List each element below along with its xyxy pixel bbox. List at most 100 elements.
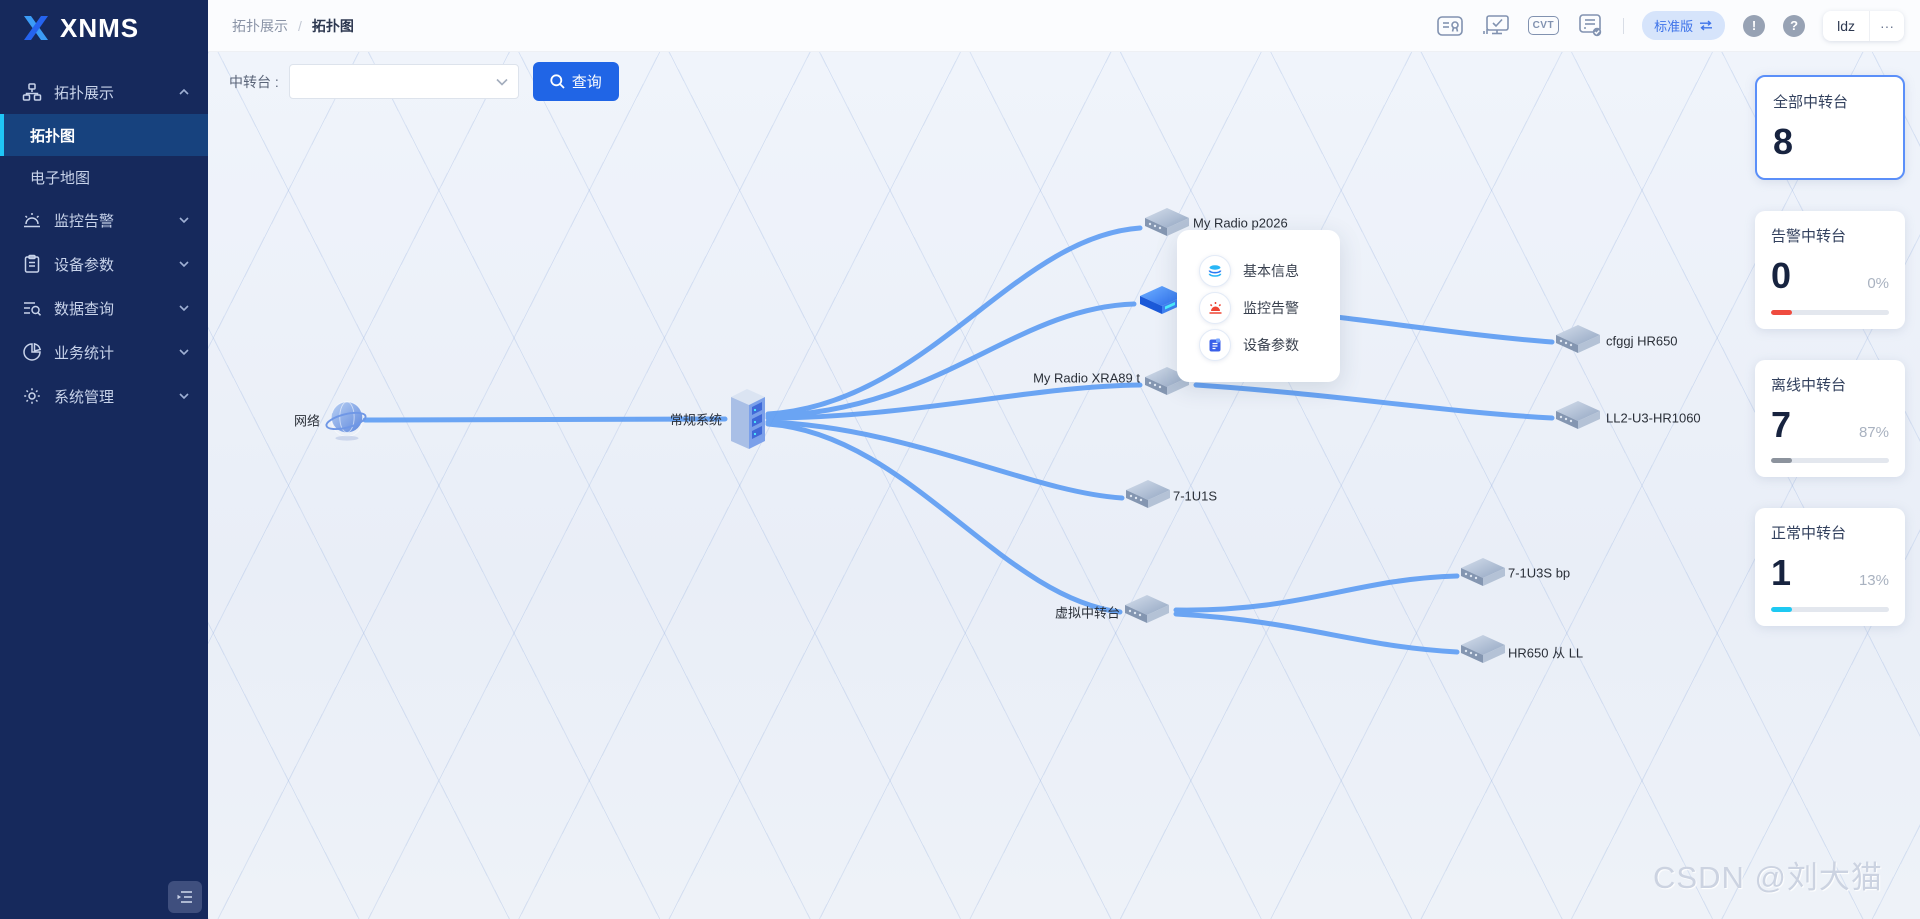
node-label: My Radio p2026: [1193, 215, 1288, 231]
sidebar-item-topology[interactable]: 拓扑展示: [0, 70, 208, 114]
link-virtual-to-7-1u3s[interactable]: [1173, 573, 1460, 613]
card-all-relays[interactable]: 全部中转台 8: [1755, 75, 1905, 180]
breadcrumb-separator: /: [298, 17, 302, 34]
search-list-icon: [24, 302, 42, 316]
topbar: 拓扑展示 / 拓扑图 CVT: [208, 0, 1920, 52]
card-title: 告警中转台: [1771, 228, 1847, 245]
collapse-sidebar-icon: [177, 891, 192, 903]
report-check-icon[interactable]: [1577, 13, 1605, 39]
help-button[interactable]: ?: [1783, 14, 1806, 37]
sidebar-item-label: 监控告警: [54, 212, 115, 230]
monitor-check-icon[interactable]: [1482, 13, 1510, 39]
card-normal-relays[interactable]: 正常中转台 1 13%: [1755, 508, 1905, 626]
sidebar-item-label: 系统管理: [54, 388, 115, 406]
more-menu-button[interactable]: ···: [1869, 10, 1904, 41]
info-button[interactable]: !: [1743, 14, 1766, 37]
node-label: HR650 从 LL: [1508, 645, 1584, 661]
card-percent: 13%: [1858, 572, 1889, 590]
topbar-actions: CVT 标准版 ! ? ldz ···: [1436, 10, 1904, 41]
query-button-label: 查询: [571, 74, 602, 91]
node-7-1u1s-icon[interactable]: [1124, 479, 1172, 515]
version-badge[interactable]: 标准版: [1642, 11, 1726, 40]
app-logo[interactable]: XNMS: [0, 0, 208, 56]
node-label: 虚拟中转台: [1054, 605, 1120, 621]
sidebar-collapse-button[interactable]: [168, 881, 202, 913]
link-system-to-p2026[interactable]: [765, 225, 1143, 417]
topology-canvas[interactable]: 中转台 : 查询: [208, 52, 1920, 919]
progress-bar: [1771, 458, 1889, 464]
sidebar-item-label: 业务统计: [54, 344, 115, 362]
logo-text: XNMS: [60, 12, 140, 43]
card-value: 0: [1771, 255, 1792, 296]
watermark: CSDN @刘大猫: [1653, 860, 1883, 895]
card-alarm-relays[interactable]: 告警中转台 0 0%: [1755, 211, 1905, 329]
sidebar-subitem-label: 电子地图: [30, 169, 91, 187]
node-label: LL2-U3-HR1060: [1606, 410, 1701, 426]
context-menu-item-basic-info[interactable]: 基本信息: [1199, 254, 1340, 288]
link-system-to-selected[interactable]: [765, 301, 1137, 419]
progress-bar: [1771, 309, 1889, 315]
node-ll2-icon[interactable]: [1554, 400, 1602, 436]
progress-bar: [1771, 606, 1889, 612]
link-network-to-system[interactable]: [362, 416, 728, 423]
sidebar: XNMS 拓扑展示 拓扑图 电子地图 监控告警: [0, 0, 208, 919]
sidebar-item-business-stats[interactable]: 业务统计: [0, 330, 208, 374]
license-icon[interactable]: [1436, 13, 1464, 39]
card-value: 1: [1771, 552, 1792, 594]
card-title: 全部中转台: [1773, 94, 1849, 111]
sidebar-item-electronic-map[interactable]: 电子地图: [0, 156, 208, 198]
node-hr650-icon[interactable]: [1459, 634, 1507, 670]
chevron-down-icon: [179, 217, 189, 224]
context-menu-item-monitor-alarm[interactable]: 监控告警: [1199, 291, 1340, 325]
topology-links: [362, 225, 1555, 655]
version-badge-label: 标准版: [1654, 19, 1694, 34]
node-label: 网络: [293, 413, 320, 429]
relay-filter-label: 中转台 :: [229, 73, 279, 90]
link-system-to-7-1u1s[interactable]: [765, 419, 1125, 501]
sidebar-item-monitor-alarm[interactable]: 监控告警: [0, 198, 208, 242]
chevron-down-icon: [179, 393, 189, 400]
sidebar-item-device-params[interactable]: 设备参数: [0, 242, 208, 286]
search-icon: [550, 74, 565, 89]
node-label: My Radio XRA89 t: [1033, 370, 1140, 386]
link-to-ll2[interactable]: [1193, 382, 1555, 421]
card-title: 离线中转台: [1771, 376, 1847, 394]
relay-select[interactable]: [288, 64, 519, 99]
context-menu-item-device-params[interactable]: 设备参数: [1199, 328, 1340, 362]
link-system-to-xra89[interactable]: [765, 382, 1143, 421]
node-virtual-relay-icon[interactable]: [1123, 594, 1171, 630]
chevron-down-icon: [179, 305, 189, 312]
username[interactable]: ldz: [1837, 17, 1855, 34]
chevron-down-icon: [496, 78, 508, 86]
card-title: 正常中转台: [1771, 525, 1847, 543]
layers-icon: [1199, 255, 1231, 287]
sidebar-item-topology-map[interactable]: 拓扑图: [0, 114, 208, 156]
context-menu-label: 基本信息: [1243, 263, 1299, 279]
card-offline-relays[interactable]: 离线中转台 7 87%: [1755, 359, 1905, 478]
node-system-server-icon[interactable]: [725, 385, 769, 451]
sidebar-item-system-admin[interactable]: 系统管理: [0, 374, 208, 418]
breadcrumb-parent[interactable]: 拓扑展示: [232, 17, 288, 34]
node-7-1u3s-icon[interactable]: [1459, 557, 1507, 593]
node-network-globe-icon[interactable]: [323, 397, 369, 443]
alarm-icon: [1199, 292, 1231, 324]
sidebar-subitem-label: 拓扑图: [30, 127, 76, 145]
cvt-icon[interactable]: CVT: [1527, 16, 1560, 35]
sidebar-item-label: 数据查询: [54, 300, 115, 318]
pie-chart-icon: [23, 342, 42, 361]
link-virtual-to-hr650[interactable]: [1173, 611, 1460, 655]
card-value: 8: [1773, 121, 1794, 162]
link-system-to-virtual[interactable]: [765, 421, 1123, 615]
node-label: 7-1U1S: [1173, 488, 1218, 504]
node-cfggj-icon[interactable]: [1554, 324, 1602, 360]
user-menu: ldz ···: [1823, 10, 1904, 41]
logo-x-icon: [24, 16, 48, 40]
alarm-icon: [24, 213, 40, 228]
sidebar-item-data-query[interactable]: 数据查询: [0, 286, 208, 330]
node-context-menu: 基本信息 监控告警 设备参数: [1177, 230, 1340, 382]
chevron-down-icon: [179, 261, 189, 268]
query-button[interactable]: 查询: [532, 62, 619, 101]
node-label: 7-1U3S bp: [1508, 565, 1571, 581]
chevron-down-icon: [179, 349, 189, 356]
